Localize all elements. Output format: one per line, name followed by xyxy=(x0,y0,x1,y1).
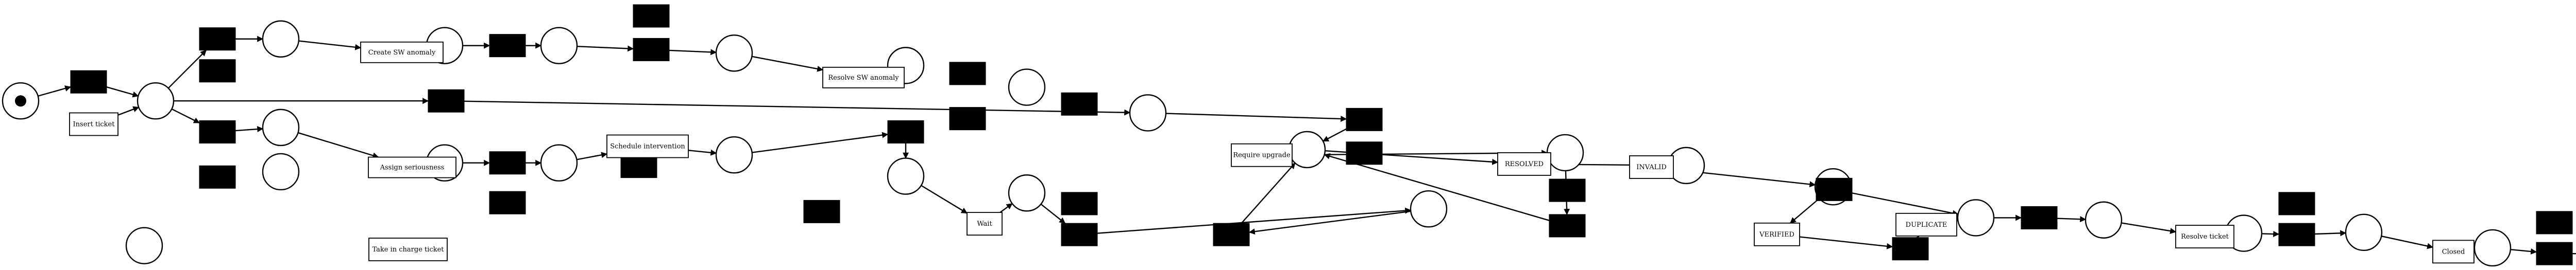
arc xyxy=(1249,211,1411,232)
place xyxy=(2346,214,2382,250)
transition-label: INVALID xyxy=(1636,164,1667,171)
transition-label: Create SW anomaly xyxy=(368,49,436,57)
arc xyxy=(298,133,378,157)
silent-transition xyxy=(489,34,526,57)
arc xyxy=(1166,114,1346,119)
silent-transition xyxy=(489,152,526,174)
place xyxy=(716,35,752,71)
silent-transition xyxy=(2279,223,2315,246)
silent-transition xyxy=(2279,192,2315,215)
arc xyxy=(107,87,138,96)
place xyxy=(1009,175,1045,211)
arc xyxy=(2381,236,2433,247)
place xyxy=(541,145,577,181)
transition-label: Schedule intervention xyxy=(610,143,685,151)
arc xyxy=(1800,237,1892,247)
silent-transition xyxy=(489,191,526,214)
silent-transition xyxy=(428,89,464,112)
silent-transition xyxy=(1061,192,1097,215)
arc xyxy=(2262,233,2279,234)
place xyxy=(1411,191,1447,227)
arc xyxy=(299,41,361,48)
start-token xyxy=(15,95,26,106)
silent-transition xyxy=(633,38,669,61)
place xyxy=(126,228,162,264)
transition-label: DUPLICATE xyxy=(1906,221,1947,229)
silent-transition xyxy=(1346,142,1382,165)
silent-transition xyxy=(1213,223,1249,246)
silent-transition xyxy=(888,120,924,143)
transition-label: Resolve SW anomaly xyxy=(828,74,899,82)
place xyxy=(541,28,577,64)
silent-transition xyxy=(1816,178,1852,201)
silent-transition xyxy=(199,60,235,82)
arc xyxy=(2122,223,2176,231)
transition-label: Take in charge ticket xyxy=(372,246,444,254)
arc xyxy=(1323,129,1346,141)
place xyxy=(716,137,752,173)
arc xyxy=(1790,199,1819,223)
arc xyxy=(1000,204,1012,212)
silent-transition xyxy=(2536,211,2572,234)
transition-label: Insert ticket xyxy=(73,120,115,128)
arc xyxy=(2057,219,2086,220)
arc xyxy=(752,134,888,152)
transition-label: Wait xyxy=(977,220,992,228)
silent-transition xyxy=(950,62,986,85)
silent-transition xyxy=(950,107,986,130)
transition-label: RESOLVED xyxy=(1505,160,1544,168)
silent-transition xyxy=(804,200,840,223)
silent-transition xyxy=(2536,242,2572,265)
place xyxy=(138,83,174,119)
arc xyxy=(118,107,139,115)
arc xyxy=(577,46,633,49)
silent-transition xyxy=(1061,223,1097,246)
arc xyxy=(38,87,71,96)
place xyxy=(1547,135,1583,171)
transition-label: Assign seriousness xyxy=(380,164,445,172)
silent-transition xyxy=(1346,108,1382,131)
place xyxy=(2475,230,2511,266)
place xyxy=(263,154,299,190)
transition-label: Closed xyxy=(2442,248,2465,256)
silent-transition xyxy=(199,28,235,50)
arc xyxy=(172,109,199,123)
arc xyxy=(752,57,823,70)
arc xyxy=(669,50,716,52)
place xyxy=(1289,132,1325,168)
place xyxy=(1958,200,1994,236)
place xyxy=(263,21,299,57)
silent-transition xyxy=(199,166,235,188)
arc xyxy=(688,150,716,153)
place xyxy=(888,158,924,194)
arc xyxy=(921,186,967,213)
arc xyxy=(577,154,607,159)
place xyxy=(263,110,299,146)
silent-transition xyxy=(1549,179,1585,202)
place xyxy=(2086,202,2122,238)
transition-label: Resolve ticket xyxy=(2181,233,2229,241)
arc xyxy=(2315,233,2346,234)
silent-transition xyxy=(1549,214,1585,237)
place xyxy=(1009,69,1045,105)
place xyxy=(1130,95,1166,131)
arc xyxy=(1852,193,1958,214)
arc xyxy=(235,129,263,131)
nodes: Insert ticket Create SW anomalyResolve SW… xyxy=(3,5,2576,269)
silent-transition xyxy=(633,5,669,27)
arc xyxy=(1097,210,1411,233)
silent-transition xyxy=(1892,238,1928,260)
arc xyxy=(1242,163,1295,223)
transition-label: Require upgrade xyxy=(1233,152,1291,159)
silent-transition xyxy=(2021,206,2057,229)
silent-transition xyxy=(1061,93,1097,115)
silent-transition xyxy=(71,70,107,93)
silent-transition xyxy=(199,120,235,143)
transition-label: VERIFIED xyxy=(1759,231,1794,239)
silent-transition xyxy=(621,155,657,178)
arc xyxy=(2511,249,2536,252)
